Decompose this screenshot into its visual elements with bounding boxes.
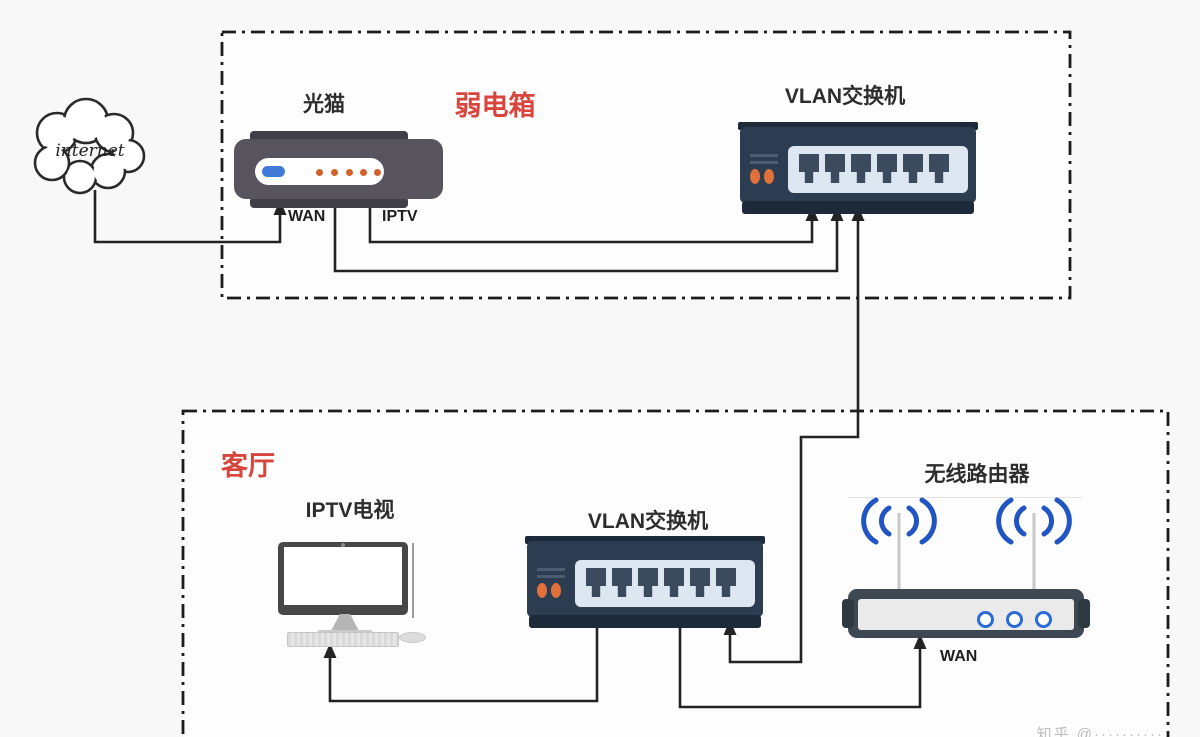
modem-iptv-port-label: IPTV <box>382 208 418 225</box>
modem-indicator-dot <box>331 169 338 176</box>
modem-indicator-dot <box>316 169 323 176</box>
tv-camera-dot <box>341 543 345 547</box>
switch-bottom-lid <box>529 615 761 628</box>
ethernet-port <box>825 154 845 183</box>
tv-screen <box>284 547 402 605</box>
switch-led-orange <box>551 583 561 598</box>
tv-mouse <box>399 632 426 643</box>
switch-led-orange <box>764 169 774 184</box>
watermark: 知乎 @·········· <box>1036 726 1164 737</box>
arrow-into-tv <box>323 643 337 658</box>
ethernet-port <box>586 568 606 597</box>
switch-vent-line <box>750 161 778 164</box>
router-led <box>977 611 994 628</box>
ethernet-port <box>638 568 658 597</box>
wire-switch-to-tv <box>328 622 599 703</box>
switch-led-orange <box>750 169 760 184</box>
modem-indicator-dot <box>346 169 353 176</box>
weak-box-title: 弱电箱 <box>454 91 536 121</box>
ethernet-port <box>690 568 710 597</box>
wire-modem-iptv-to-switch <box>368 206 814 244</box>
wire-switch-to-switch <box>728 212 860 664</box>
router-led <box>1035 611 1052 628</box>
modem-indicator-dot <box>374 169 381 176</box>
ethernet-port <box>612 568 632 597</box>
switch-vent-line <box>537 575 565 578</box>
ethernet-port <box>877 154 897 183</box>
tv-label: IPTV电视 <box>305 499 395 522</box>
router-sprite-edge <box>848 497 1083 498</box>
switch-vent-line <box>750 154 778 157</box>
internet-cloud <box>33 97 146 195</box>
bottom-switch-label: VLAN交换机 <box>587 510 709 533</box>
livingroom-vlan-switch <box>525 536 765 628</box>
living-room-title: 客厅 <box>221 451 275 481</box>
modem-status-led <box>262 166 285 177</box>
router-wan-port-label: WAN <box>940 648 978 665</box>
switch-led-orange <box>537 583 547 598</box>
arrow-into-router-wan <box>913 634 927 649</box>
tv-keyboard <box>287 632 399 647</box>
tv-side-shadow <box>412 543 414 618</box>
wire-switch-to-router-wan <box>678 622 922 709</box>
tv-stand <box>331 614 359 631</box>
modem-bottom-lid <box>250 197 408 208</box>
wire-modem-lan-to-switch <box>333 206 839 273</box>
ethernet-port <box>716 568 736 597</box>
weakbox-vlan-switch <box>738 122 978 214</box>
switch-bottom-lid <box>742 201 974 214</box>
switch-port-panel <box>788 146 968 193</box>
router-antenna-icon <box>996 497 1072 594</box>
ethernet-port <box>664 568 684 597</box>
modem-wan-port-label: WAN <box>288 208 326 225</box>
internet-label: internet <box>55 141 125 161</box>
router-antenna-icon <box>861 497 937 594</box>
ethernet-port <box>929 154 949 183</box>
modem-label: 光猫 <box>303 93 345 116</box>
switch-top-lid <box>738 122 978 130</box>
wire-internet-to-modem-wan <box>93 190 282 244</box>
switch-port-panel <box>575 560 755 607</box>
ethernet-port <box>799 154 819 183</box>
ethernet-port <box>851 154 871 183</box>
modem-indicator-dot <box>360 169 367 176</box>
ethernet-port <box>903 154 923 183</box>
router-label: 无线路由器 <box>924 463 1030 486</box>
switch-vent-line <box>537 568 565 571</box>
switch-top-lid <box>525 536 765 544</box>
top-switch-label: VLAN交换机 <box>784 85 906 108</box>
router-led <box>1006 611 1023 628</box>
